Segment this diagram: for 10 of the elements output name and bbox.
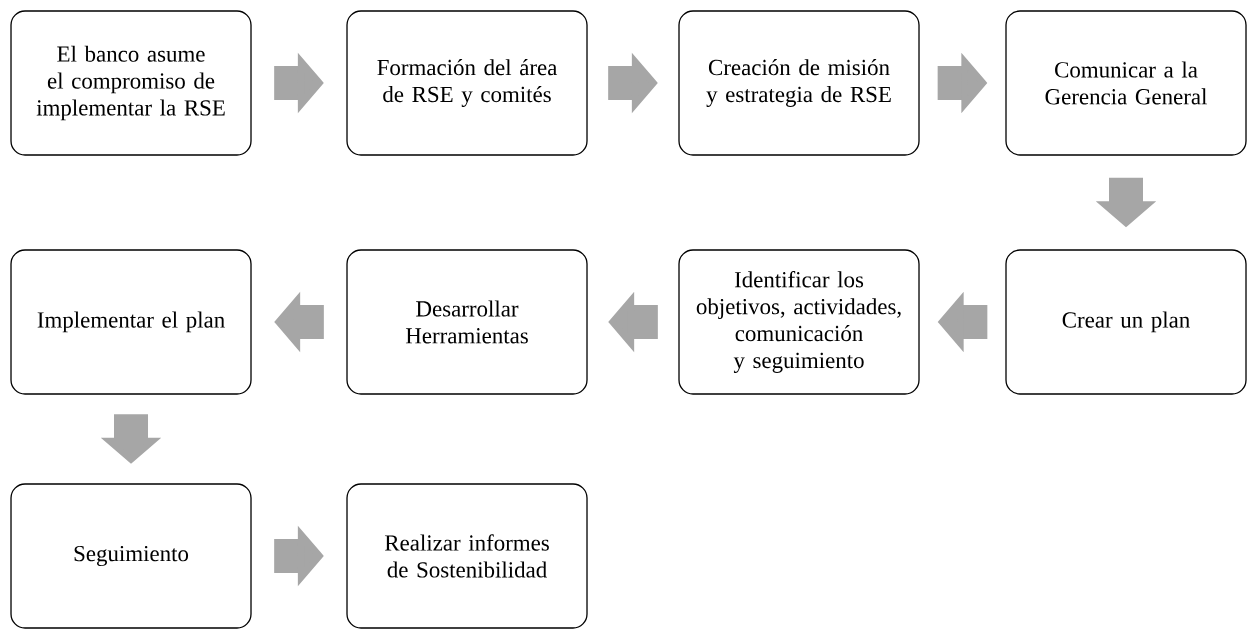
process-box: El banco asume el compromiso de implementar la RSE xyxy=(10,10,252,156)
process-box: Identificar los objetivos, actividades, comunicación y seguimiento xyxy=(678,249,920,395)
process-box: Seguimiento xyxy=(10,483,252,629)
process-box: Crear un plan xyxy=(1005,249,1247,395)
process-box: Comunicar a la Gerencia General xyxy=(1005,10,1247,156)
process-box: Realizar informes de Sostenibilidad xyxy=(346,483,588,629)
process-box: Creación de misión y estrategia de RSE xyxy=(678,10,920,156)
process-box: Desarrollar Herramientas xyxy=(346,249,588,395)
process-box: Implementar el plan xyxy=(10,249,252,395)
process-box: Formación del área de RSE y comités xyxy=(346,10,588,156)
